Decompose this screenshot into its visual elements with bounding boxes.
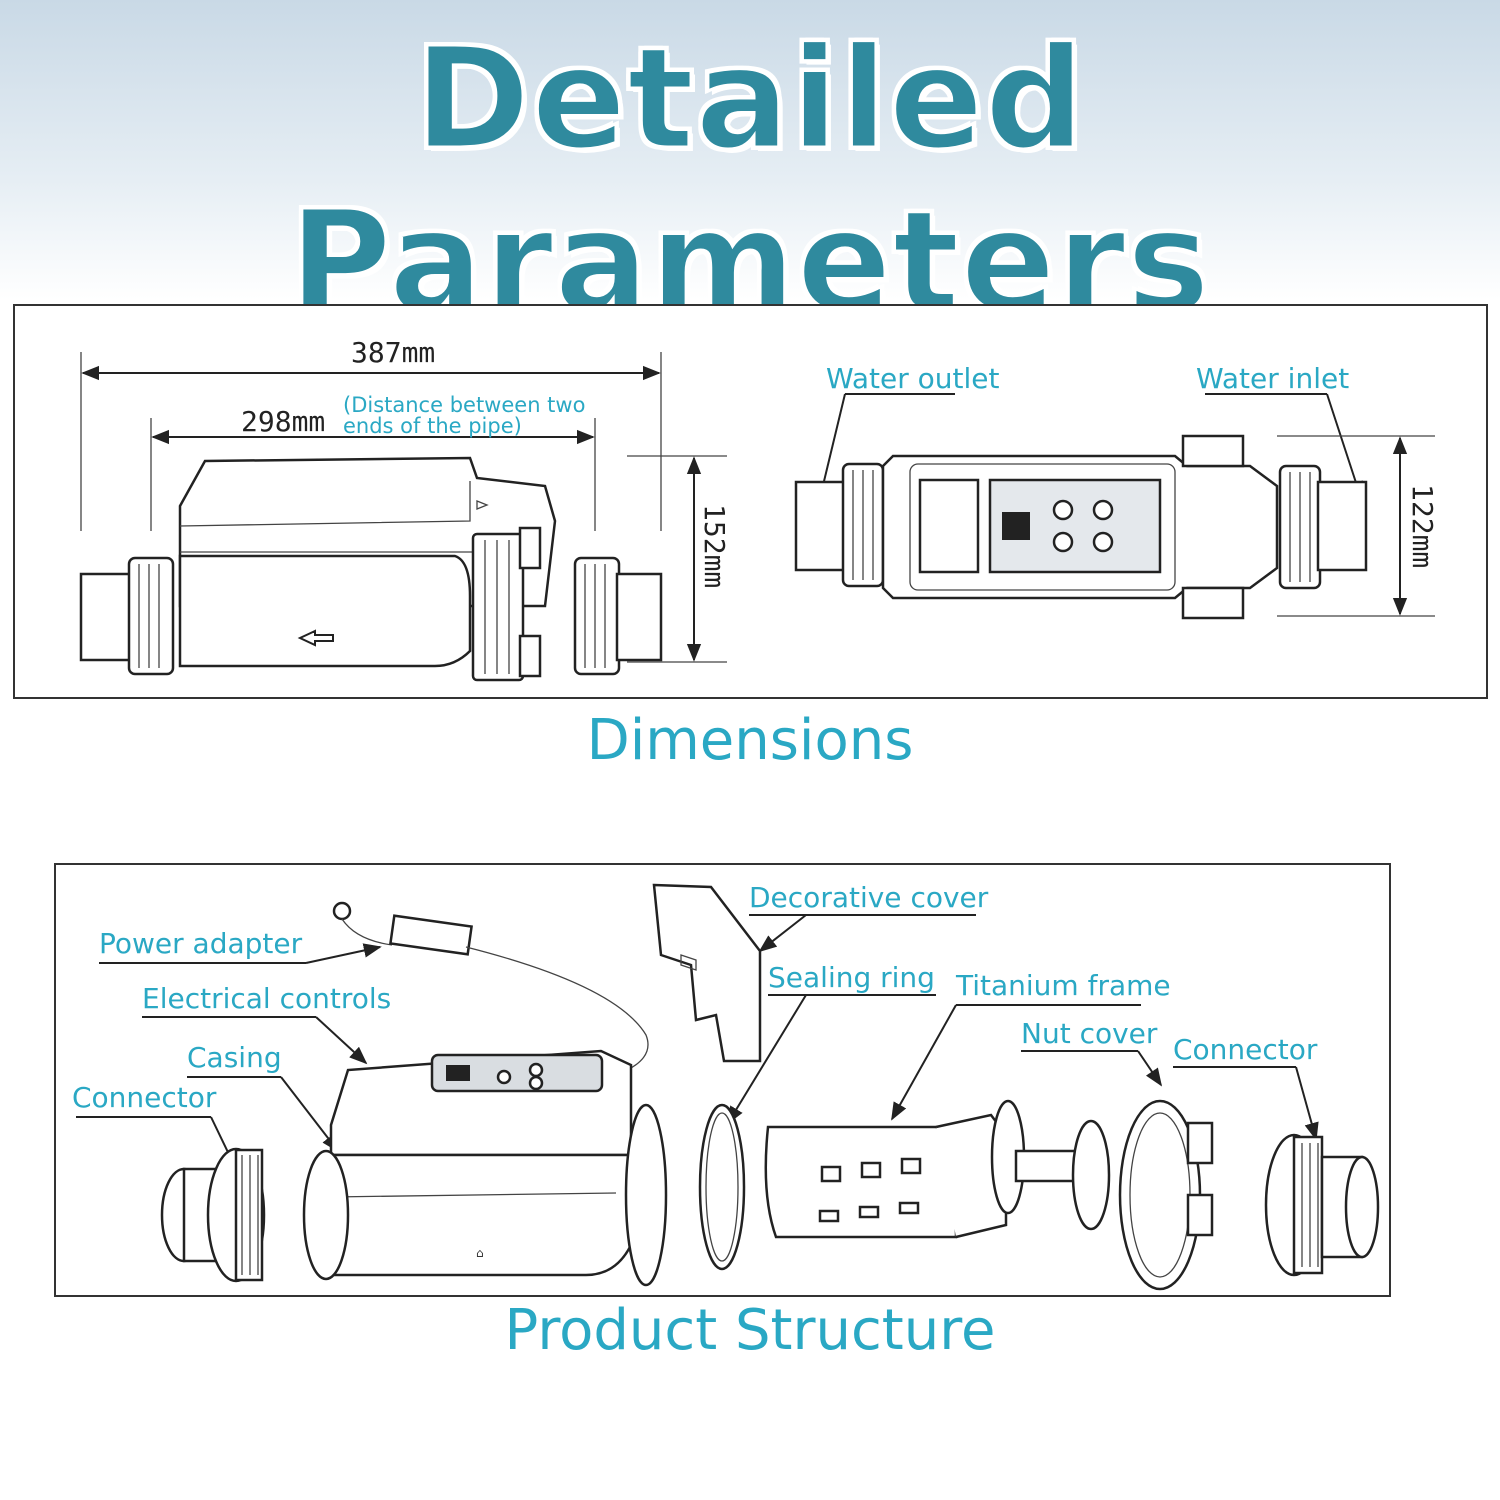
- side-view: 387mm 298mm (Distance between two ends o…: [79, 336, 731, 682]
- casing-label: Casing: [187, 1041, 282, 1074]
- pipe-note-line2: ends of the pipe): [343, 414, 522, 438]
- connector-right-label: Connector: [1173, 1033, 1318, 1066]
- page-title: Detailed Parameters: [288, 17, 1212, 346]
- pipe-length-label: 298mm: [241, 405, 325, 438]
- electrical-controls-label: Electrical controls: [142, 982, 391, 1015]
- sealing-ring-label: Sealing ring: [768, 961, 935, 994]
- power-adapter-label: Power adapter: [99, 927, 303, 960]
- decorative-cover-label: Decorative cover: [749, 881, 989, 914]
- structure-drawing: Power adapter Electrical controls Casing…: [72, 881, 1380, 1291]
- top-height-label: 122mm: [1406, 484, 1439, 568]
- pipe-note-line1: (Distance between two: [343, 393, 585, 417]
- water-inlet-label: Water inlet: [1196, 362, 1349, 395]
- titanium-frame-label: Titanium frame: [955, 969, 1171, 1002]
- dimensions-panel: 387mm 298mm (Distance between two ends o…: [13, 304, 1488, 699]
- dimensions-section-title: Dimensions: [586, 708, 914, 773]
- structure-section-title: Product Structure: [504, 1298, 996, 1363]
- water-outlet-label: Water outlet: [826, 362, 1000, 395]
- overall-length-label: 387mm: [351, 336, 435, 369]
- svg-text:⌂: ⌂: [476, 1246, 484, 1260]
- structure-panel: Power adapter Electrical controls Casing…: [54, 863, 1391, 1297]
- side-height-label: 152mm: [698, 504, 731, 588]
- nut-cover-label: Nut cover: [1021, 1017, 1158, 1050]
- top-view: Water outlet Water inlet 122mm: [794, 362, 1439, 620]
- dimensions-drawing: 387mm 298mm (Distance between two ends o…: [79, 336, 1439, 682]
- connector-left-label: Connector: [72, 1081, 217, 1114]
